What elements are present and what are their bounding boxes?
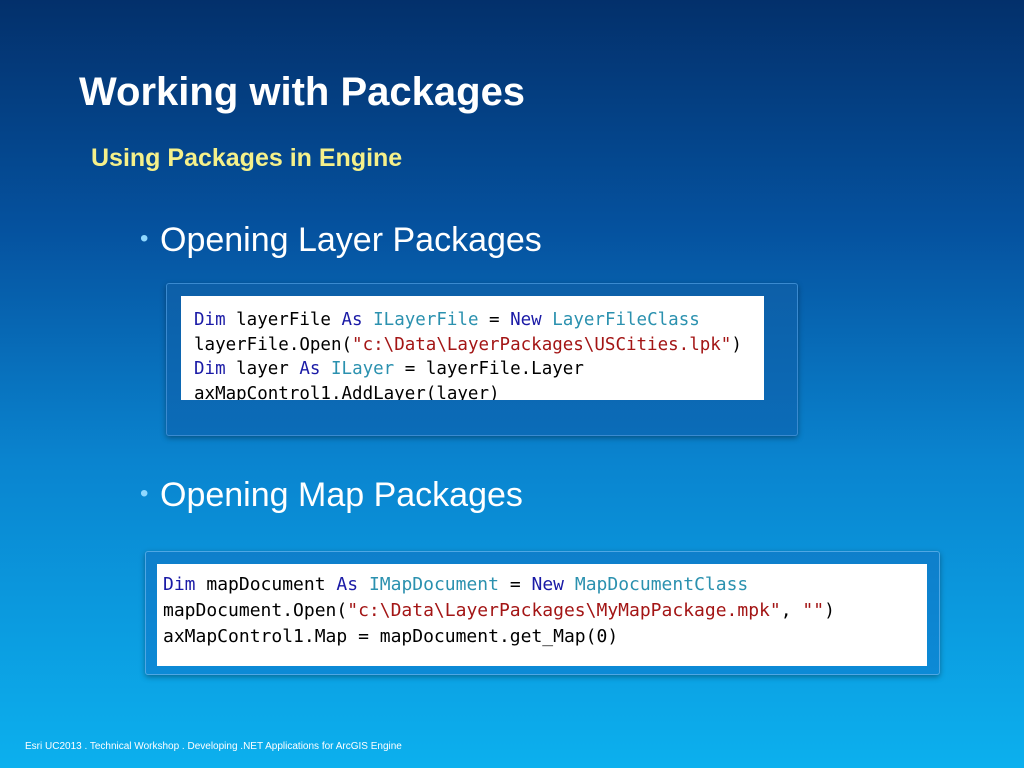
code-text: [564, 574, 575, 595]
code-line: Dim layer As ILayer = layerFile.Layer: [194, 357, 764, 382]
code-line: mapDocument.Open("c:\Data\LayerPackages\…: [163, 598, 927, 624]
code-text: =: [498, 574, 532, 595]
code-snippet-map-package: Dim mapDocument As IMapDocument = New Ma…: [157, 564, 927, 666]
code-text: [363, 310, 374, 330]
code-type: ILayer: [331, 359, 395, 379]
bullet-text: Opening Map Packages: [160, 476, 523, 514]
code-string: "c:\Data\LayerPackages\MyMapPackage.mpk": [347, 600, 781, 621]
bullet-map-packages: • Opening Map Packages: [140, 476, 523, 515]
code-line: Dim mapDocument As IMapDocument = New Ma…: [163, 572, 927, 598]
code-keyword: As: [341, 310, 363, 330]
code-text: [358, 574, 369, 595]
code-string: "": [802, 600, 825, 621]
code-frame-layer-package: Dim layerFile As ILayerFile = New LayerF…: [166, 283, 798, 436]
code-string: "c:\Data\LayerPackages\USCities.lpk": [352, 334, 732, 355]
code-keyword: As: [336, 574, 359, 595]
code-text: [542, 310, 553, 330]
code-text: mapDocument: [195, 574, 337, 595]
code-frame-map-package: Dim mapDocument As IMapDocument = New Ma…: [145, 551, 940, 675]
code-text: layer: [225, 359, 300, 379]
code-keyword: New: [510, 310, 542, 330]
code-keyword: Dim: [194, 359, 226, 379]
code-text: ,: [780, 600, 803, 621]
bullet-dot-icon: •: [140, 480, 149, 508]
bullet-text: Opening Layer Packages: [160, 221, 542, 259]
code-text: axMapControl1.AddLayer(layer): [194, 383, 500, 401]
code-text: ): [731, 334, 742, 355]
code-keyword: New: [531, 574, 565, 595]
code-text: mapDocument.Open(: [163, 600, 348, 621]
code-type: MapDocumentClass: [574, 574, 749, 595]
code-line: axMapControl1.AddLayer(layer): [194, 382, 764, 401]
code-line: layerFile.Open("c:\Data\LayerPackages\US…: [194, 333, 764, 358]
code-text: [320, 359, 331, 379]
code-text: = layerFile.Layer: [394, 359, 584, 379]
code-line: Dim layerFile As ILayerFile = New LayerF…: [194, 308, 764, 333]
code-keyword: As: [299, 359, 321, 379]
bullet-dot-icon: •: [140, 225, 149, 253]
slide-subtitle: Using Packages in Engine: [91, 144, 403, 172]
code-type: ILayerFile: [373, 310, 479, 330]
slide-footer: Esri UC2013 . Technical Workshop . Devel…: [25, 741, 402, 752]
bullet-layer-packages: • Opening Layer Packages: [140, 221, 542, 260]
code-text: layerFile.Open(: [194, 334, 353, 355]
code-type: LayerFileClass: [552, 310, 700, 330]
code-text: layerFile: [225, 310, 342, 330]
slide-title: Working with Packages: [79, 70, 526, 114]
code-keyword: Dim: [194, 310, 226, 330]
code-text: ): [824, 600, 835, 621]
code-snippet-layer-package: Dim layerFile As ILayerFile = New LayerF…: [181, 296, 764, 400]
code-line: axMapControl1.Map = mapDocument.get_Map(…: [163, 624, 927, 650]
code-text: =: [478, 310, 511, 330]
code-type: IMapDocument: [368, 574, 499, 595]
code-text: axMapControl1.Map = mapDocument.get_Map(…: [163, 626, 619, 647]
code-keyword: Dim: [163, 574, 196, 595]
